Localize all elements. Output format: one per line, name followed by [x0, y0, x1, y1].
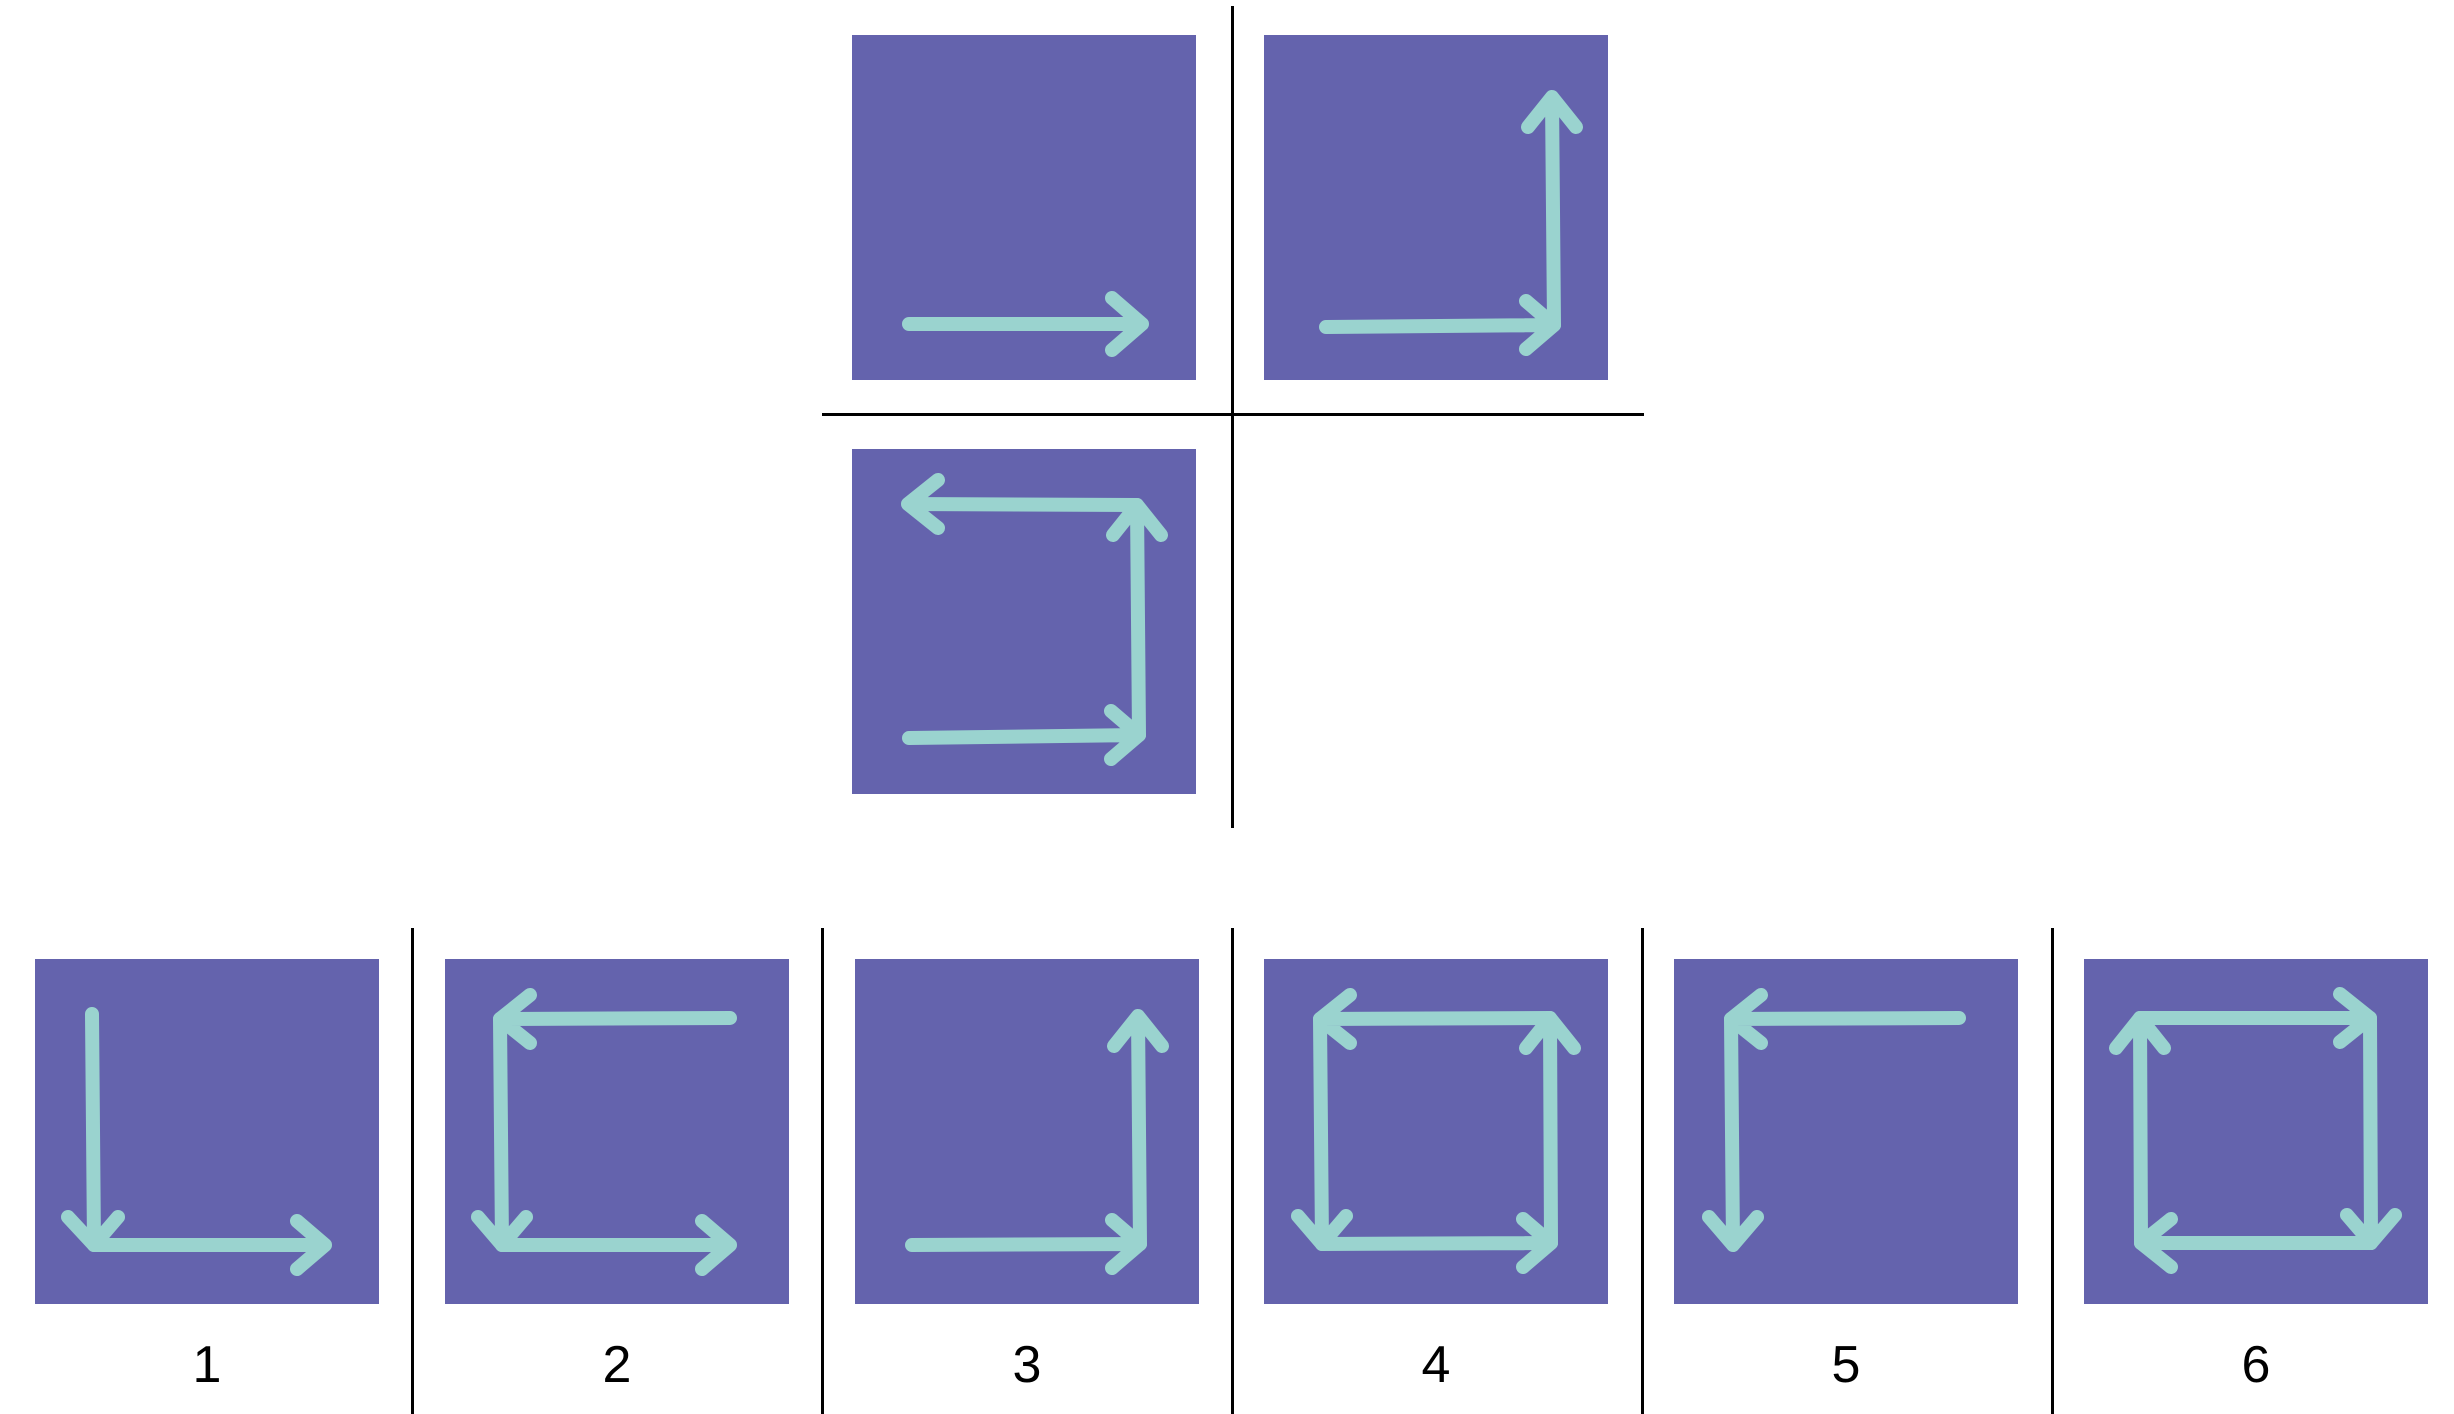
matrix-cell-r2c2-empty [1264, 449, 1608, 794]
arrow-right-up-left-icon [901, 473, 1168, 766]
option-6-label: 6 [2241, 1336, 2271, 1394]
option-1-tile[interactable] [35, 959, 379, 1304]
option-5-tile[interactable] [1674, 959, 2018, 1304]
arrow-square-clockwise-icon [2109, 987, 2402, 1274]
arrow-right-up-icon [1319, 90, 1583, 356]
option-4-label: 4 [1421, 1336, 1451, 1394]
option-2-tile[interactable] [445, 959, 789, 1304]
matrix-cell-r2c1 [852, 449, 1196, 794]
option-4-tile[interactable] [1264, 959, 1608, 1304]
matrix-vertical-divider [1231, 6, 1234, 828]
arrow-down-right-icon [61, 1007, 332, 1276]
option-2-label: 2 [602, 1336, 632, 1394]
option-divider-2 [821, 928, 824, 1414]
option-3-tile[interactable] [855, 959, 1199, 1304]
arrow-left-down-right-icon [471, 988, 737, 1276]
option-5-label: 5 [1831, 1336, 1861, 1394]
option-divider-5 [2051, 928, 2054, 1414]
matrix-cell-r1c2 [1264, 35, 1608, 380]
matrix-horizontal-divider [822, 413, 1644, 416]
option-divider-1 [411, 928, 414, 1414]
option-3-label: 3 [1012, 1336, 1042, 1394]
option-divider-3 [1231, 928, 1234, 1414]
arrow-right-up-icon [905, 1009, 1169, 1275]
matrix-cell-r1c1 [852, 35, 1196, 380]
arrow-square-counterclockwise-icon [1291, 988, 1581, 1274]
arrow-right-icon [902, 291, 1149, 357]
arrow-left-down-icon [1702, 988, 1966, 1252]
option-divider-4 [1641, 928, 1644, 1414]
option-1-label: 1 [192, 1336, 222, 1394]
option-6-tile[interactable] [2084, 959, 2428, 1304]
